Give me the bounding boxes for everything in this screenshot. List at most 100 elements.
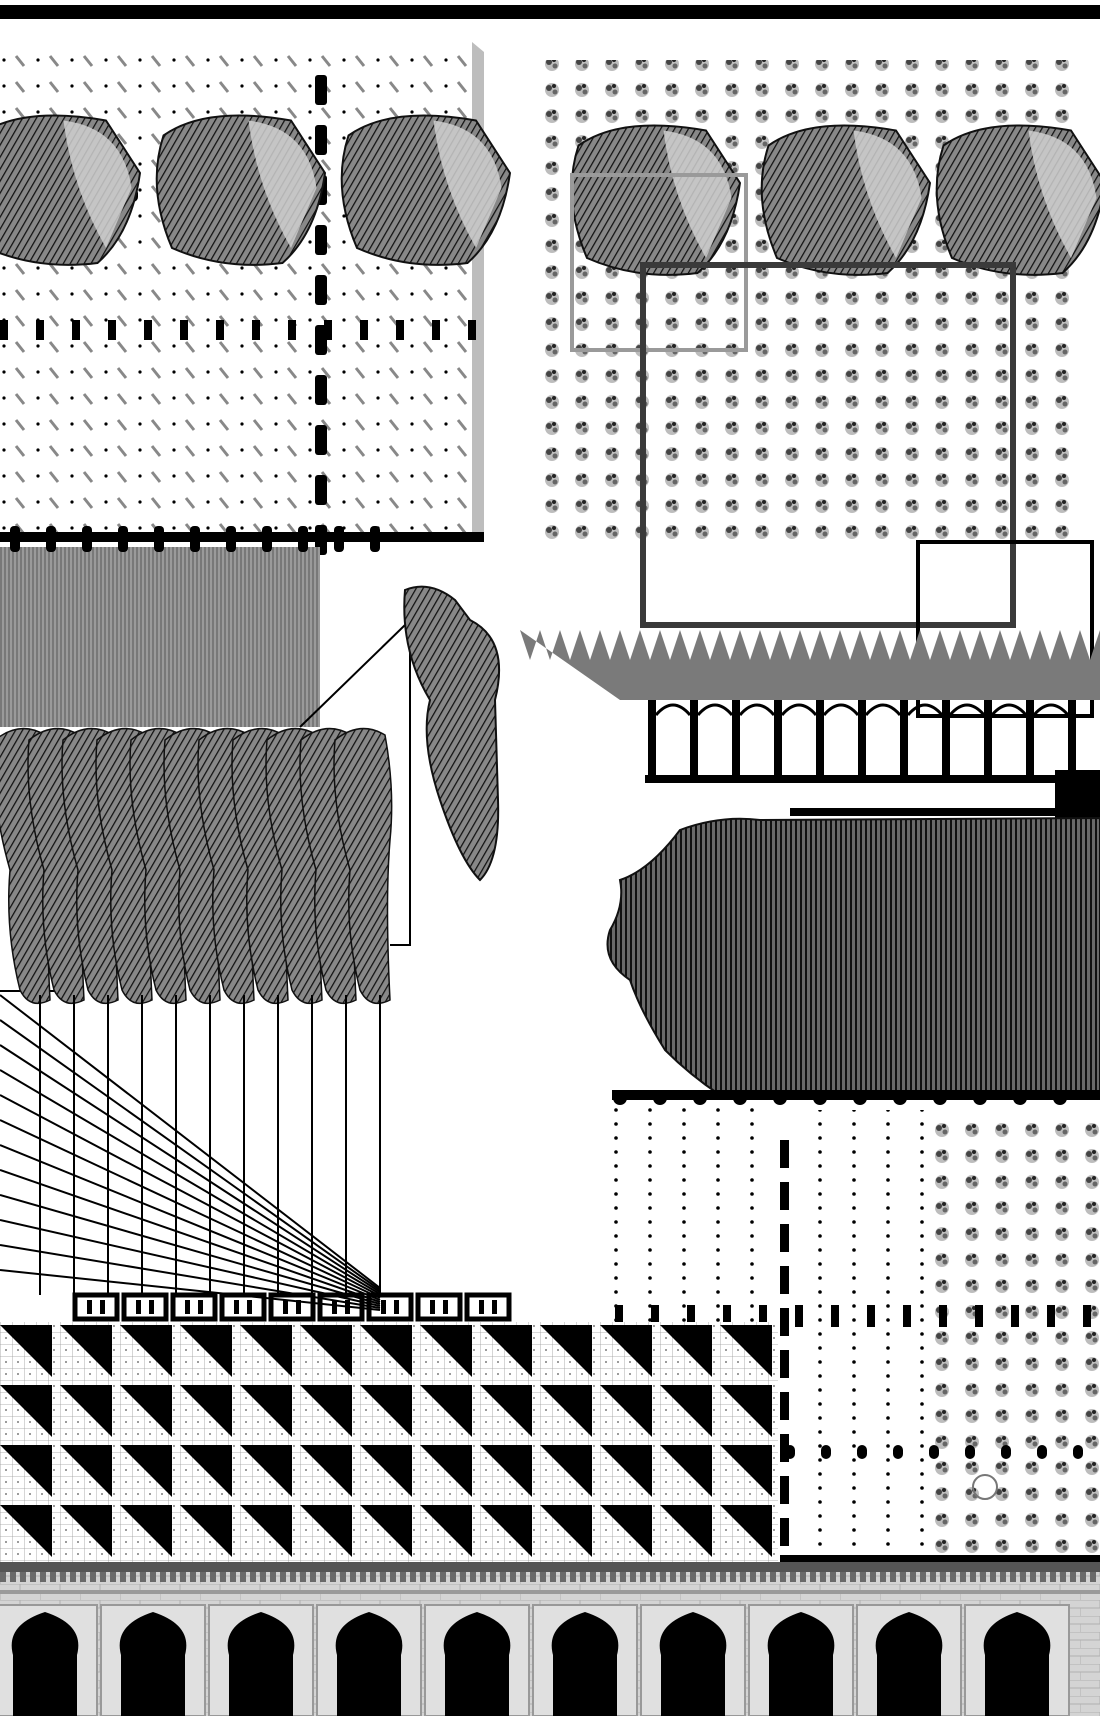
triangle xyxy=(600,1445,652,1497)
small-frame xyxy=(170,1292,218,1322)
dash-mark xyxy=(144,320,152,340)
dentil xyxy=(860,1572,866,1582)
dentil xyxy=(660,1572,666,1582)
triangle xyxy=(0,1325,52,1377)
dentil xyxy=(590,1572,596,1582)
dentil xyxy=(560,1572,566,1582)
triangle xyxy=(240,1385,292,1437)
arcade-column xyxy=(816,700,824,778)
dentil xyxy=(600,1572,606,1582)
dentil xyxy=(400,1572,406,1582)
dash-mark xyxy=(939,1305,947,1327)
dentil xyxy=(550,1572,556,1582)
triangle-pattern xyxy=(0,1322,778,1562)
diagonal-line xyxy=(0,1244,381,1309)
frame-bar xyxy=(87,1300,92,1314)
arch-opening xyxy=(659,1612,727,1716)
arch-opening xyxy=(119,1612,187,1716)
rock-cluster-left xyxy=(0,114,512,266)
triangle xyxy=(300,1385,352,1437)
dentil xyxy=(70,1572,76,1582)
dentil xyxy=(60,1572,66,1582)
triangle xyxy=(0,1445,52,1497)
triangle xyxy=(360,1385,412,1437)
arcade-column xyxy=(690,700,698,778)
dentil xyxy=(370,1572,376,1582)
dentil xyxy=(120,1572,126,1582)
dash-mark xyxy=(795,1305,803,1327)
dentil xyxy=(940,1572,946,1582)
peg xyxy=(298,526,308,552)
dentil xyxy=(670,1572,676,1582)
triangle xyxy=(480,1505,532,1557)
triangle xyxy=(360,1505,412,1557)
strip-head xyxy=(333,727,393,1005)
rock-highlight xyxy=(853,130,922,258)
dentil xyxy=(80,1572,86,1582)
dentil xyxy=(360,1572,366,1582)
dentil xyxy=(960,1572,966,1582)
dentil xyxy=(1070,1572,1076,1582)
dentil xyxy=(1010,1572,1016,1582)
dash-mark xyxy=(1011,1305,1019,1327)
rock-cluster-right xyxy=(570,124,1100,276)
dot-mark xyxy=(929,1445,939,1459)
dentil xyxy=(10,1572,16,1582)
dark-frame-square xyxy=(640,262,1016,628)
dentil xyxy=(140,1572,146,1582)
triangle xyxy=(0,1505,52,1557)
arcade-column xyxy=(900,700,908,778)
small-frame xyxy=(121,1292,169,1322)
dentil xyxy=(780,1572,786,1582)
dentil xyxy=(270,1572,276,1582)
dash-mark xyxy=(780,1350,789,1378)
dash-mark xyxy=(780,1518,789,1546)
triangle xyxy=(60,1445,112,1497)
dentil xyxy=(1080,1572,1086,1582)
triangle xyxy=(60,1505,112,1557)
triangle xyxy=(600,1325,652,1377)
peg xyxy=(226,526,236,552)
arcade-arch xyxy=(822,703,860,717)
dentil xyxy=(410,1572,416,1582)
dentil xyxy=(30,1572,36,1582)
triangle xyxy=(300,1505,352,1557)
triangle xyxy=(540,1445,592,1497)
dot-mark xyxy=(785,1445,795,1459)
dentil xyxy=(150,1572,156,1582)
striped-curtain xyxy=(0,526,380,727)
dash-mark xyxy=(36,320,44,340)
rock-mass-right xyxy=(606,808,1100,1105)
dot-mark xyxy=(965,1445,975,1459)
triangle xyxy=(600,1505,652,1557)
arcade-arch xyxy=(654,703,692,717)
dentil xyxy=(530,1572,536,1582)
triangle xyxy=(720,1325,772,1377)
frame-bar xyxy=(100,1300,105,1314)
dentil xyxy=(460,1572,466,1582)
frame-bar xyxy=(332,1300,337,1314)
dash-mark xyxy=(315,375,327,405)
arcade-column xyxy=(648,700,656,778)
dentil xyxy=(170,1572,176,1582)
falling-rock xyxy=(403,585,501,882)
dash-mark xyxy=(315,125,327,155)
dentil xyxy=(450,1572,456,1582)
arcade-column xyxy=(1068,700,1076,778)
small-frame xyxy=(366,1292,414,1322)
dentil xyxy=(310,1572,316,1582)
dash-mark xyxy=(252,320,260,340)
arcade-arch xyxy=(780,703,818,717)
dentil xyxy=(580,1572,586,1582)
peg xyxy=(46,526,56,552)
triangle xyxy=(180,1505,232,1557)
triangle xyxy=(180,1325,232,1377)
small-frames-row xyxy=(72,1292,512,1322)
small-frame xyxy=(464,1292,512,1322)
dash-mark xyxy=(723,1305,731,1327)
dash-mark xyxy=(615,1305,623,1327)
dentil xyxy=(840,1572,846,1582)
dot-mark xyxy=(1037,1445,1047,1459)
dash-mark xyxy=(216,320,224,340)
triangle xyxy=(420,1325,472,1377)
